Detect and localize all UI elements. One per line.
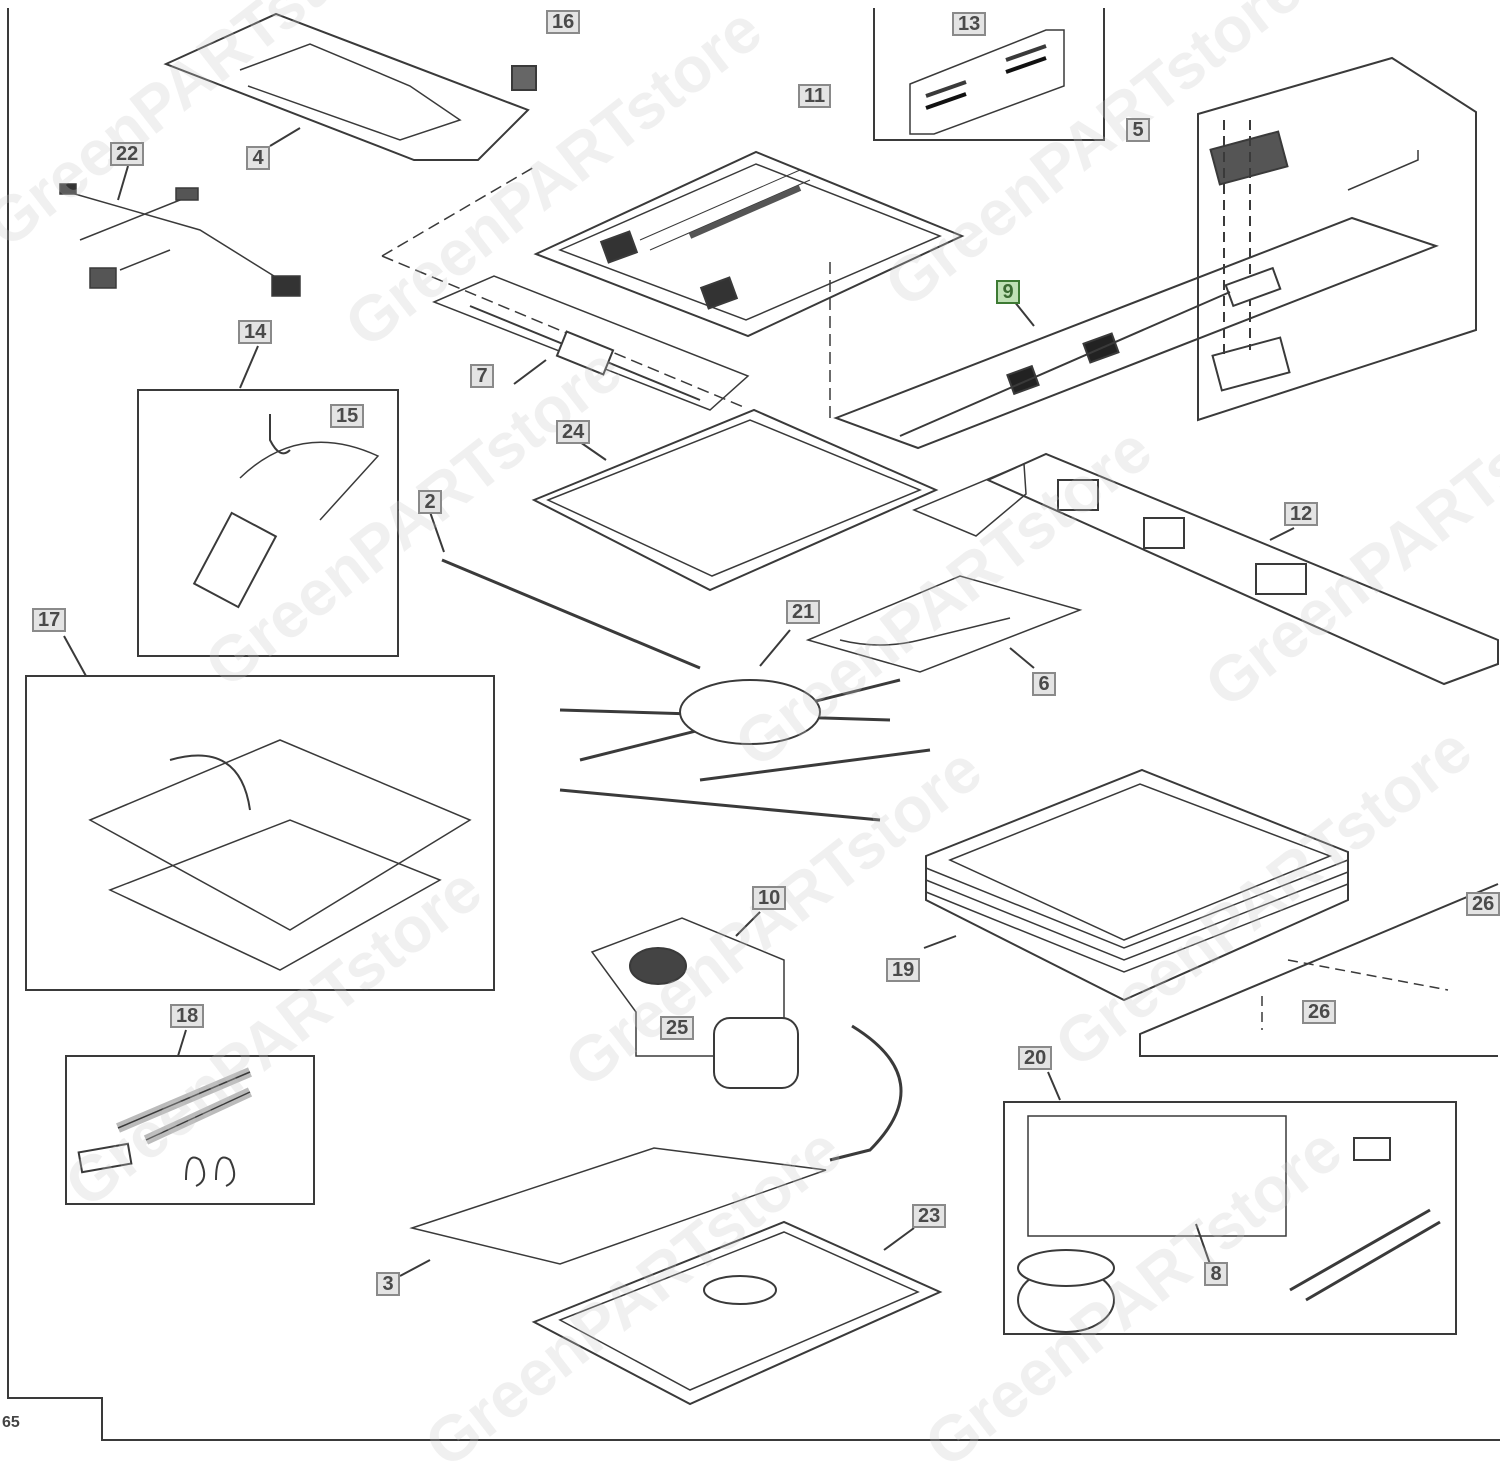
callout-25[interactable]: 25	[660, 1016, 695, 1040]
callout-8[interactable]: 8	[1204, 1262, 1228, 1286]
callout-3[interactable]: 3	[376, 1272, 400, 1296]
part-18-box	[65, 1055, 315, 1205]
callout-26[interactable]: 26	[1466, 892, 1500, 916]
part-2-rod	[441, 558, 701, 670]
callout-12[interactable]: 12	[1284, 502, 1319, 526]
part-16	[511, 65, 537, 91]
part-14-box	[137, 389, 399, 657]
callout-13[interactable]: 13	[952, 12, 987, 36]
part-11-frame	[533, 150, 965, 338]
callout-17[interactable]: 17	[32, 608, 67, 632]
callout-21[interactable]: 21	[786, 600, 821, 624]
part-22-harness	[59, 183, 301, 297]
callout-6[interactable]: 6	[1032, 672, 1056, 696]
callout-14[interactable]: 14	[238, 320, 273, 344]
page-number: 65	[2, 1414, 20, 1431]
part-19-cushion	[925, 768, 1349, 1002]
callout-26[interactable]: 26	[1302, 1000, 1337, 1024]
callout-24[interactable]: 24	[556, 420, 591, 444]
part-9-box	[833, 216, 1439, 450]
part-7-box	[432, 275, 750, 411]
callout-4[interactable]: 4	[246, 146, 270, 170]
part-13-box	[873, 8, 1105, 141]
part-26-box	[1139, 883, 1499, 1057]
callout-20[interactable]: 20	[1018, 1046, 1053, 1070]
part-6-box	[805, 575, 1083, 673]
part-3-plate	[409, 1147, 827, 1265]
part-24-frame	[531, 408, 939, 592]
exploded-parts-diagram	[7, 8, 1500, 1441]
callout-16[interactable]: 16	[546, 10, 581, 34]
part-4-panel	[163, 12, 530, 161]
callout-9[interactable]: 9	[996, 280, 1020, 304]
callout-19[interactable]: 19	[886, 958, 921, 982]
callout-23[interactable]: 23	[912, 1204, 947, 1228]
part-20-box	[1003, 1101, 1457, 1335]
part-12-rail	[985, 452, 1499, 686]
callout-5[interactable]: 5	[1126, 118, 1150, 142]
part-17-box	[25, 675, 495, 991]
callout-15[interactable]: 15	[330, 404, 365, 428]
callout-7[interactable]: 7	[470, 364, 494, 388]
callout-18[interactable]: 18	[170, 1004, 205, 1028]
callout-10[interactable]: 10	[752, 886, 787, 910]
callout-2[interactable]: 2	[418, 490, 442, 514]
callout-22[interactable]: 22	[110, 142, 145, 166]
part-23-base	[531, 1220, 943, 1406]
part-5-box	[1197, 56, 1477, 422]
callout-11[interactable]: 11	[798, 84, 832, 108]
page-frame	[7, 8, 1500, 1441]
